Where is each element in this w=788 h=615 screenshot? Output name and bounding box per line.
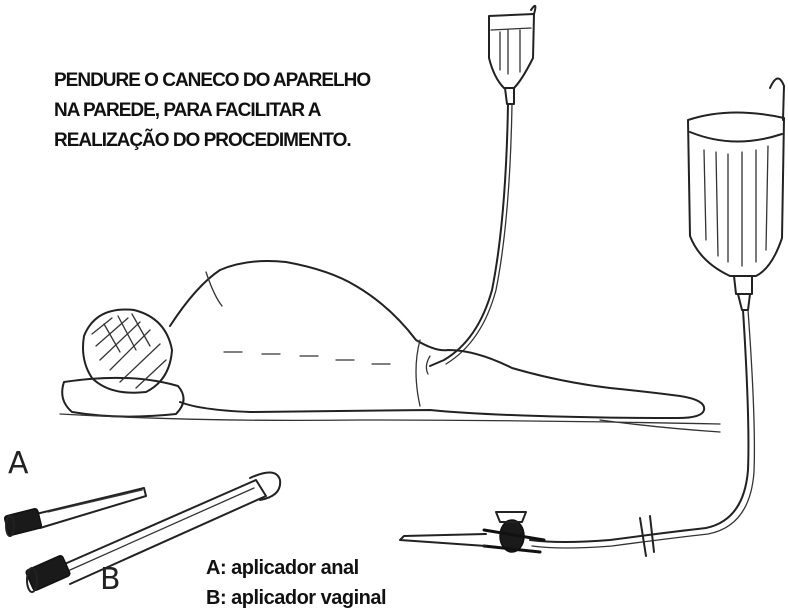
label-a: A [8,446,29,481]
legend-a: A: aplicador anal [206,553,386,583]
label-b: B [100,562,121,597]
instruction-caption: PENDURE O CANECO DO APARELHO NA PAREDE, … [54,66,474,156]
cannula [400,534,486,546]
caption-line-2: NA PAREDE, PARA FACILITAR A [54,96,474,126]
legend: A: aplicador anal B: aplicador vaginal [206,553,386,613]
applicator-a [4,488,146,536]
caption-line-3: REALIZAÇÃO DO PROCEDIMENTO. [54,126,474,156]
patient-figure [60,261,720,432]
small-container [489,6,535,104]
legend-b: B: aplicador vaginal [206,583,386,613]
tube-large [530,310,748,542]
caption-line-1: PENDURE O CANECO DO APARELHO [54,66,474,96]
large-container [688,78,784,310]
